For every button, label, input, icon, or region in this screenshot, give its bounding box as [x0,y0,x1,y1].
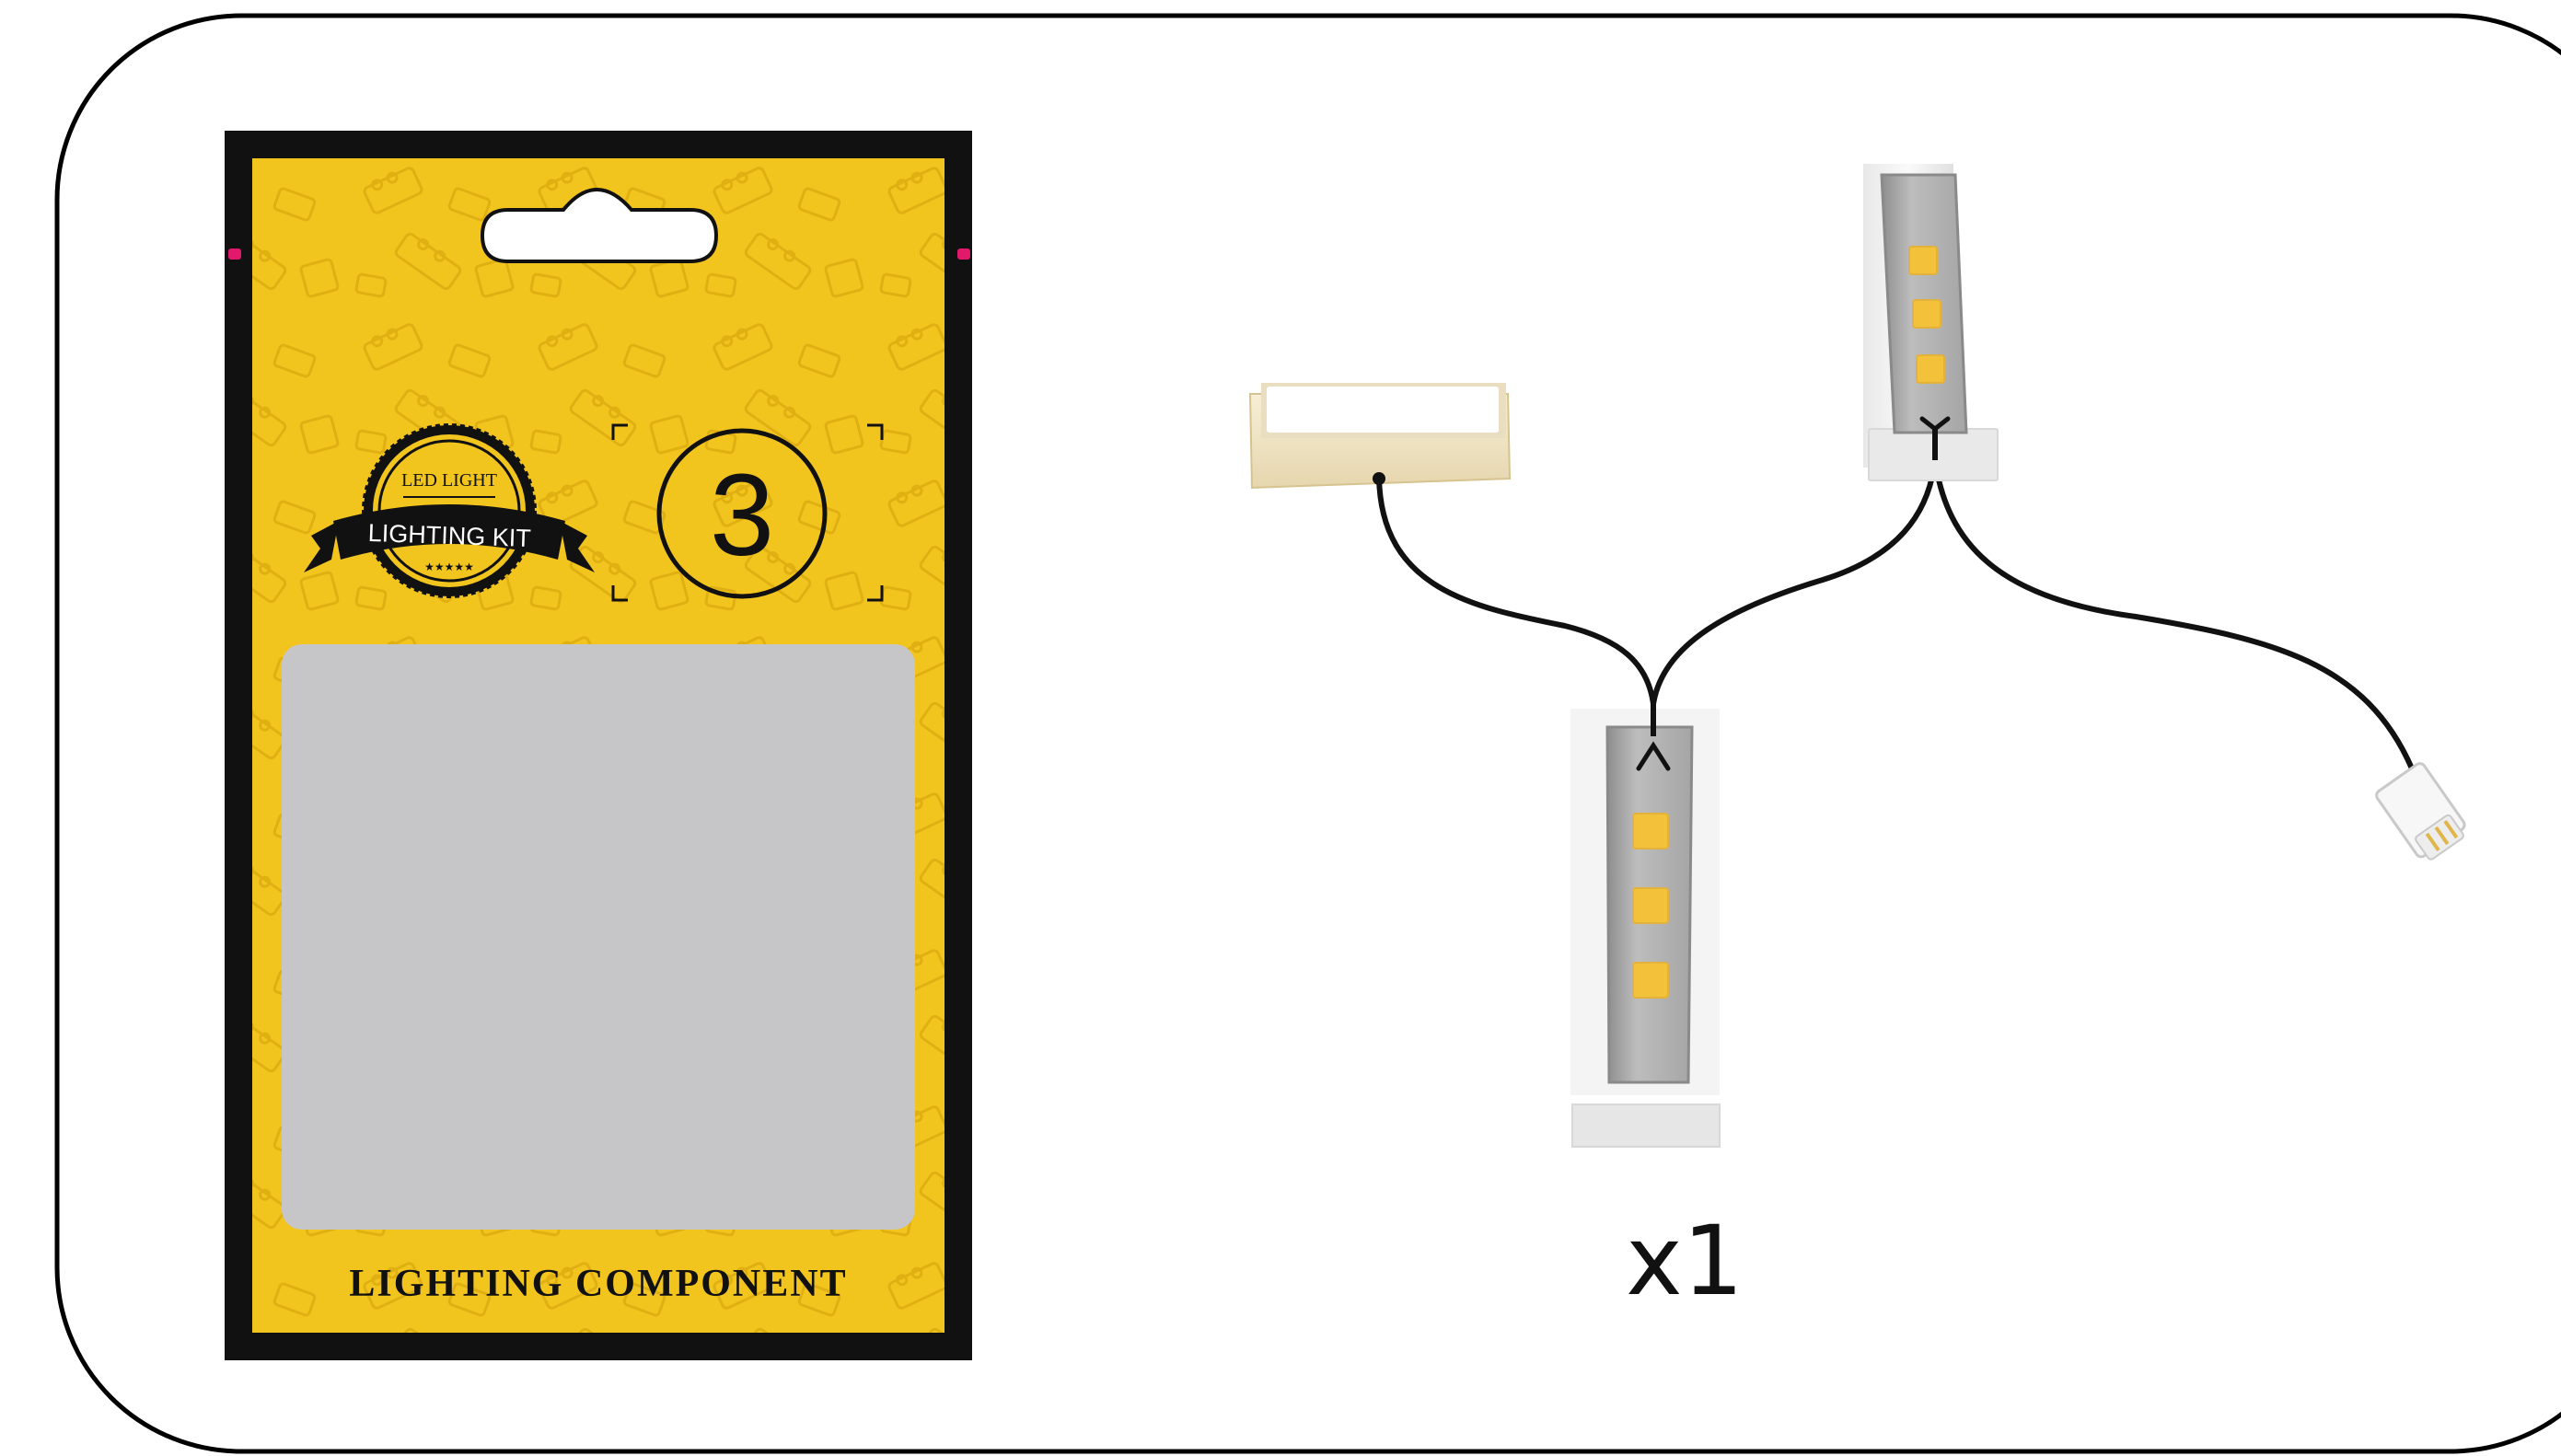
led-chip [1632,962,1669,999]
led-chip [1632,813,1669,849]
wire-junction-to-top-strip [1651,457,1938,707]
wires [1376,457,2415,771]
wire-box-to-junction [1376,474,1656,707]
seal-ribbon-text: LIGHTING KIT [367,519,531,552]
product-window [282,644,915,1230]
led-chip [1912,299,1941,329]
wire-top-strip-to-plug [1932,457,2415,771]
quantity-label: x1 [1626,1205,1744,1317]
led-light-seal: LED LIGHT LIGHTING KIT ★★★★★ [304,423,595,598]
led-chip [1632,887,1669,924]
light-box [1248,383,1512,490]
seal-top-text: LED LIGHT [401,470,497,491]
footer-label: LIGHTING COMPONENT [349,1263,847,1305]
hang-hole [480,188,719,263]
step-number: 3 [710,450,774,580]
component-assembly: x1 [1248,164,2466,1317]
connector-plug [2375,762,2466,861]
marker-left [228,248,241,260]
seal-stars: ★★★★★ [424,560,474,573]
led-chip [1916,354,1945,384]
led-strip-bottom [1570,704,1721,1148]
package-card: LED LIGHT LIGHTING KIT ★★★★★ 3 LIGHTING … [225,131,972,1360]
led-chip [1908,246,1938,275]
marker-right [957,248,970,260]
led-strip-top [1863,164,1999,481]
step-number-badge: 3 [611,423,884,602]
